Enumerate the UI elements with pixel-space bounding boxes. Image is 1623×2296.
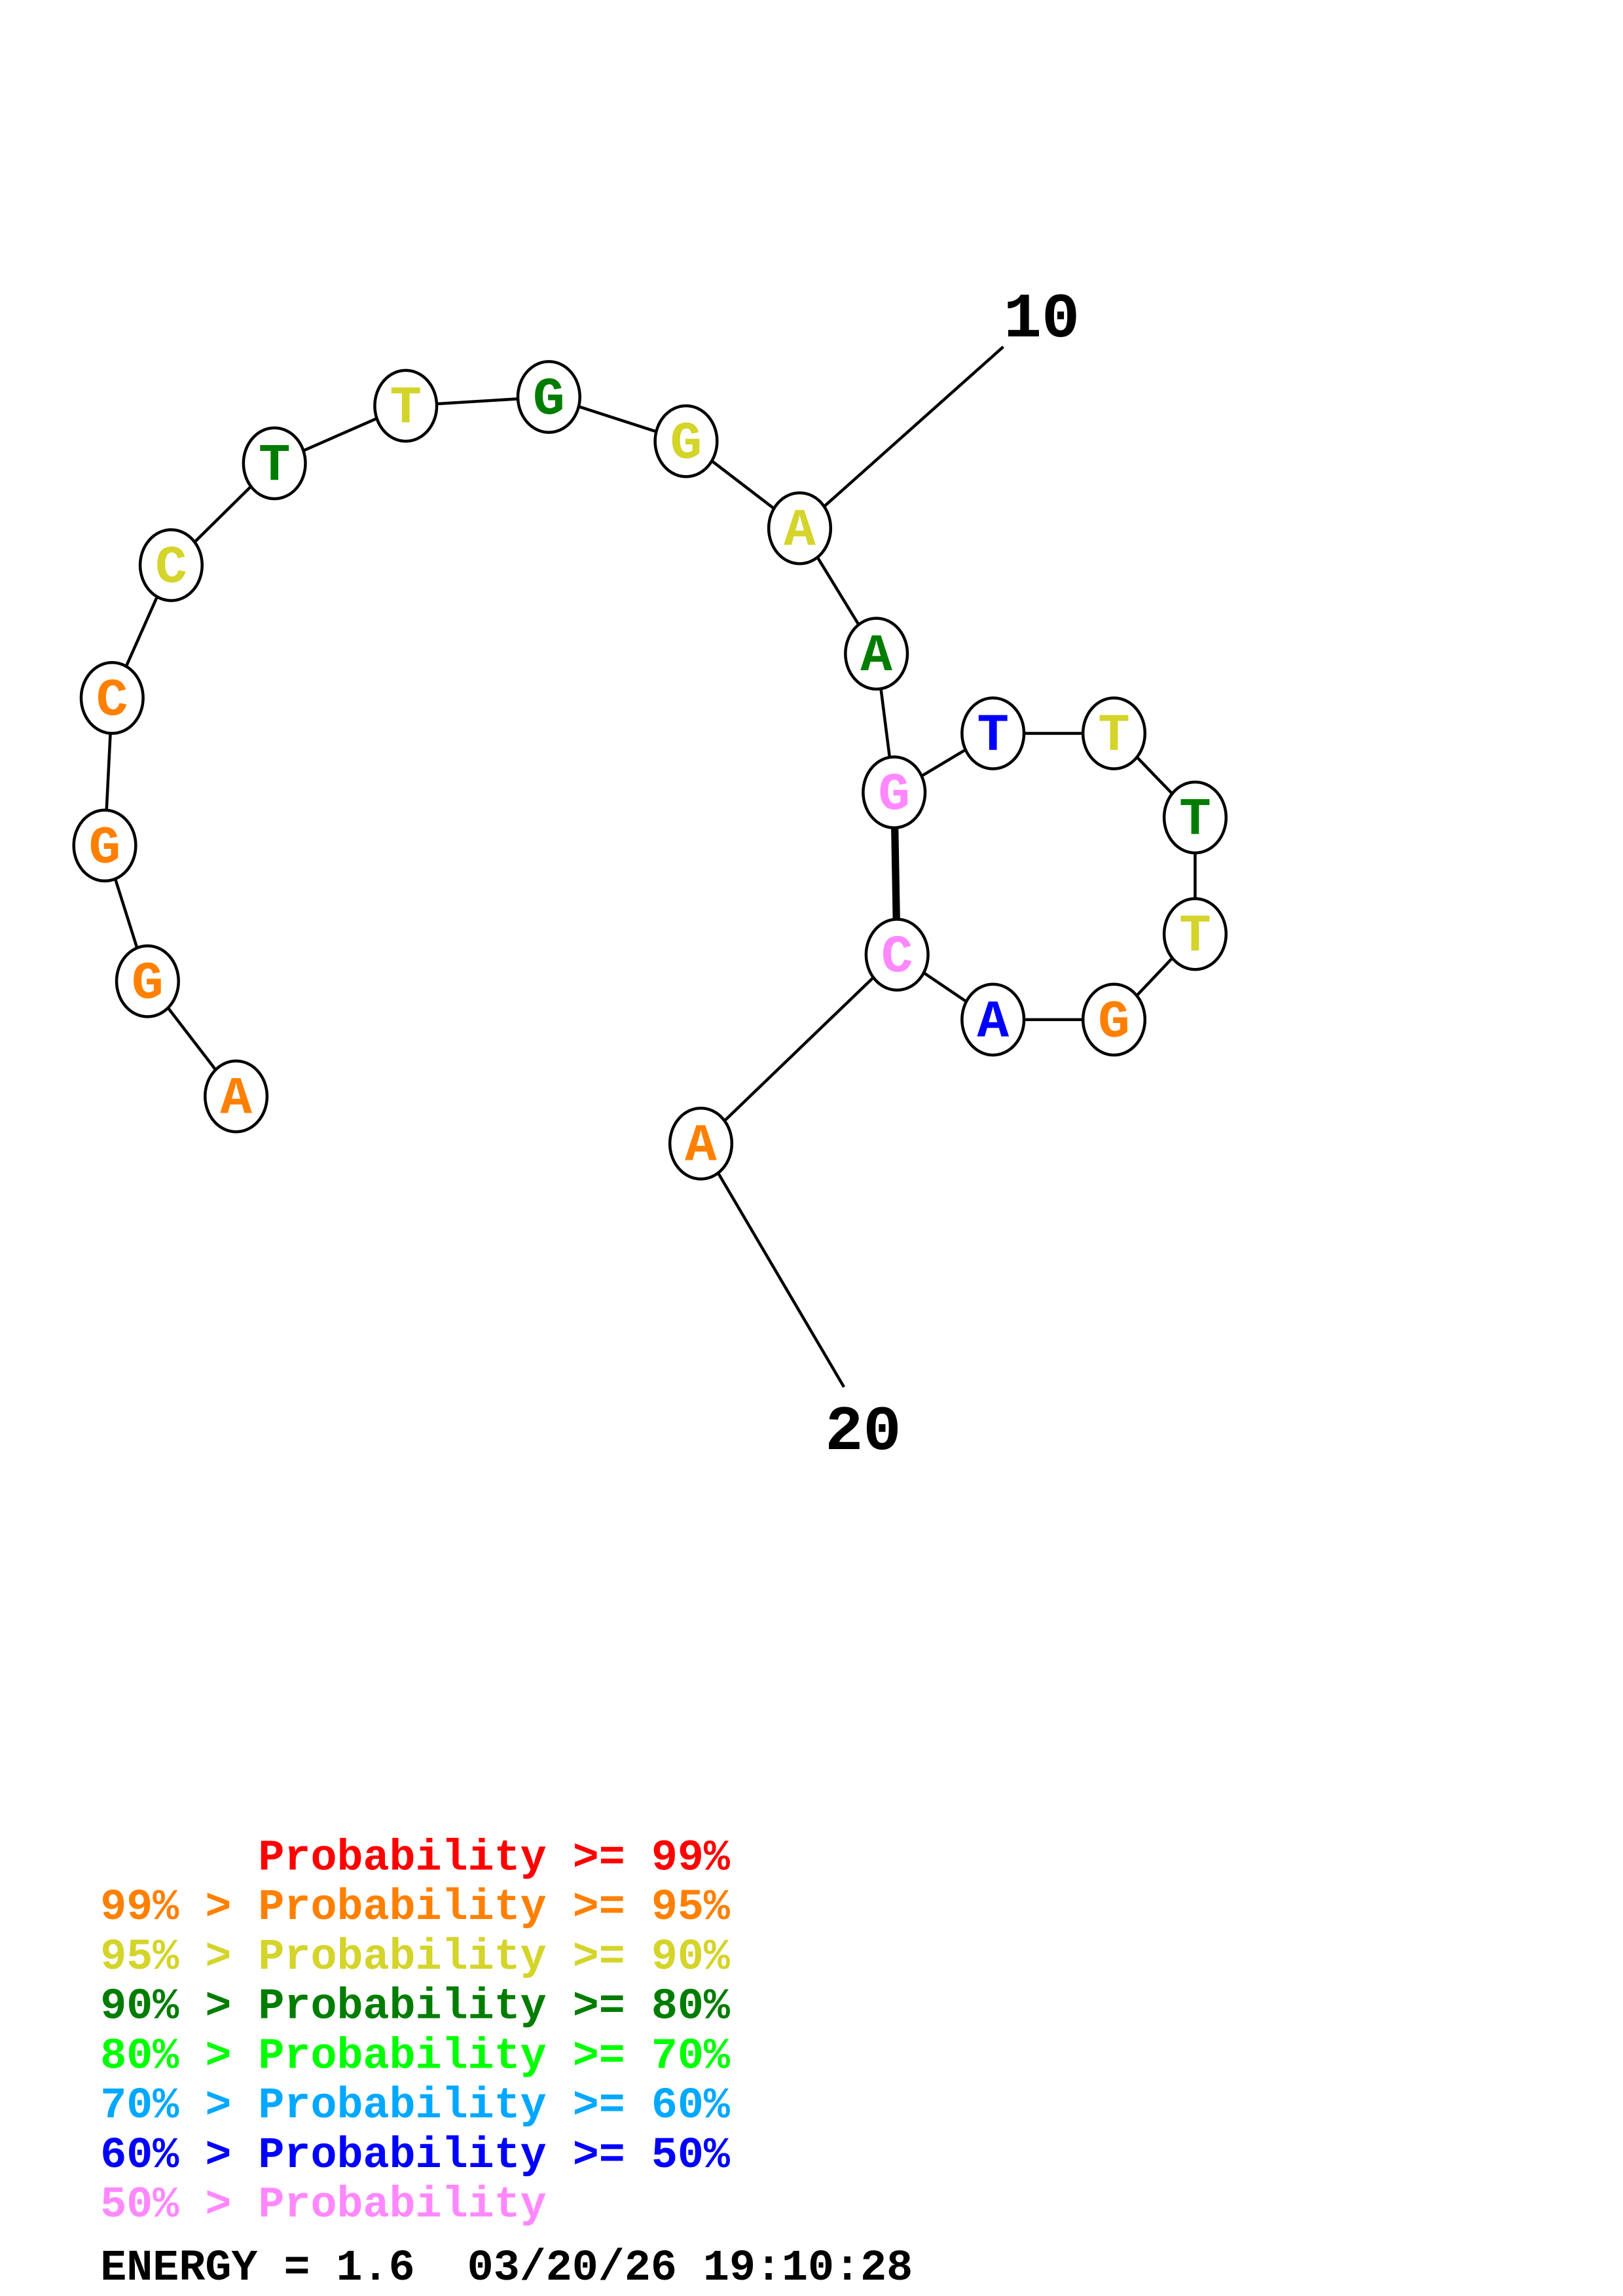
legend-label: Probability >= 80%	[258, 1982, 731, 2032]
nucleotide-8: G	[516, 360, 581, 434]
legend-prefix: 99% >	[100, 1883, 231, 1933]
legend-prefix: 60% >	[100, 2131, 231, 2181]
nucleotide-circle	[204, 1059, 269, 1134]
nucleotide-letter: G	[89, 818, 121, 878]
nucleotide-circle	[516, 360, 581, 434]
nucleotide-10: A	[767, 491, 833, 565]
nucleotide-letter: A	[977, 992, 1009, 1052]
position-tick	[699, 1143, 846, 1388]
nucleotide-4: C	[79, 661, 145, 735]
nucleotide-circle	[1081, 982, 1147, 1057]
nucleotide-letter: A	[685, 1117, 717, 1177]
legend-row: 99% > Probability >= 95%	[100, 1883, 731, 1933]
nucleotide-2: G	[115, 944, 180, 1018]
legend-prefix: 90% >	[100, 1982, 231, 2032]
nucleotide-circle	[373, 368, 439, 443]
nucleotide-circle	[653, 404, 719, 478]
backbone	[103, 395, 1197, 1145]
nucleotide-letter: G	[533, 370, 565, 430]
nucleotide-letter: C	[155, 538, 187, 598]
nucleotide-13: T	[960, 696, 1026, 770]
nucleotide-17: G	[1081, 982, 1147, 1057]
backbone-bond	[699, 954, 898, 1145]
legend-prefix: 95% >	[100, 1933, 231, 1982]
nucleotide-letter: G	[878, 765, 910, 825]
position-label-10: 10	[1004, 284, 1080, 356]
nucleotide-circle	[960, 696, 1026, 770]
position-tick	[798, 346, 1004, 529]
nucleotide-circle	[1081, 696, 1147, 770]
legend-row: 95% > Probability >= 90%	[100, 1933, 731, 1982]
nucleotide-12: G	[862, 755, 927, 830]
nucleotide-circle	[1162, 780, 1228, 855]
legend-label: Probability >= 95%	[258, 1883, 731, 1933]
nucleotide-circle	[115, 944, 180, 1018]
nucleotide-letter: T	[390, 378, 422, 439]
nucleotide-14: T	[1081, 696, 1147, 770]
legend-label: Probability >= 50%	[258, 2131, 731, 2181]
position-labels: 10 20	[825, 284, 1080, 1469]
nucleotide-circle	[72, 808, 137, 883]
nucleotide-9: G	[653, 404, 719, 478]
probability-legend: Probability >= 99% 99% > Probability >= 95…	[100, 1833, 731, 2230]
nucleotide-circle	[960, 982, 1026, 1057]
legend-row: 70% > Probability >= 60%	[100, 2081, 731, 2131]
nucleotide-letter: T	[259, 436, 291, 496]
nucleotide-18: A	[960, 982, 1026, 1057]
nucleotide-5: C	[138, 528, 204, 602]
nucleotide-letter: C	[96, 671, 128, 731]
nucleotide-circle	[1162, 897, 1228, 971]
energy-timestamp: ENERGY = 1.6 03/20/26 19:10:28	[100, 2244, 913, 2293]
legend-label: Probability >= 60%	[258, 2081, 731, 2131]
nucleotide-circle	[668, 1106, 734, 1181]
nucleotide-3: G	[72, 808, 137, 883]
nucleotide-letter: C	[881, 927, 913, 988]
legend-prefix: 70% >	[100, 2081, 231, 2131]
position-label-ticks	[699, 346, 1004, 1388]
nucleotide-16: T	[1162, 897, 1228, 971]
nucleotide-circle	[862, 755, 927, 830]
nucleotide-letter: A	[784, 501, 816, 562]
nucleotide-20: A	[668, 1106, 734, 1181]
legend-prefix: 80% >	[100, 2032, 231, 2081]
legend-prefix: 50% >	[100, 2181, 231, 2231]
nucleotide-19: C	[864, 918, 930, 992]
nucleotide-circle	[138, 528, 204, 602]
legend-row: Probability >= 99%	[258, 1833, 731, 1883]
nucleotide-letter: T	[1098, 706, 1130, 766]
nucleotide-letter: G	[1098, 992, 1130, 1052]
nucleotide-circle	[767, 491, 833, 565]
nucleotide-circle	[79, 661, 145, 735]
nucleotide-letter: G	[132, 954, 164, 1014]
legend-row: 80% > Probability >= 70%	[100, 2032, 731, 2081]
nucleotide-letter: A	[220, 1069, 252, 1130]
nucleotide-7: T	[373, 368, 439, 443]
position-label-20: 20	[825, 1397, 901, 1469]
legend-label: Probability	[258, 2181, 546, 2231]
nucleotide-circle	[242, 426, 307, 501]
legend-row: 50% > Probability	[100, 2181, 546, 2231]
nucleotide-letter: T	[1179, 790, 1211, 850]
legend-label: Probability >= 70%	[258, 2032, 731, 2081]
nucleotide-15: T	[1162, 780, 1228, 855]
nucleotide-letter: A	[860, 626, 892, 687]
nucleotide-1: A	[204, 1059, 269, 1134]
nucleotide-letter: T	[1179, 907, 1211, 967]
legend-row: 60% > Probability >= 50%	[100, 2131, 731, 2181]
nucleotide-circle	[844, 617, 909, 691]
legend-row: 90% > Probability >= 80%	[100, 1982, 731, 2032]
nucleotide-letter: T	[977, 706, 1009, 766]
legend-label: Probability >= 90%	[258, 1933, 731, 1982]
legend-label: Probability >= 99%	[258, 1833, 731, 1883]
nucleotide-11: A	[844, 617, 909, 691]
nucleotide-letter: G	[670, 414, 702, 475]
nucleotide-6: T	[242, 426, 307, 501]
nucleotide-circle	[864, 918, 930, 992]
